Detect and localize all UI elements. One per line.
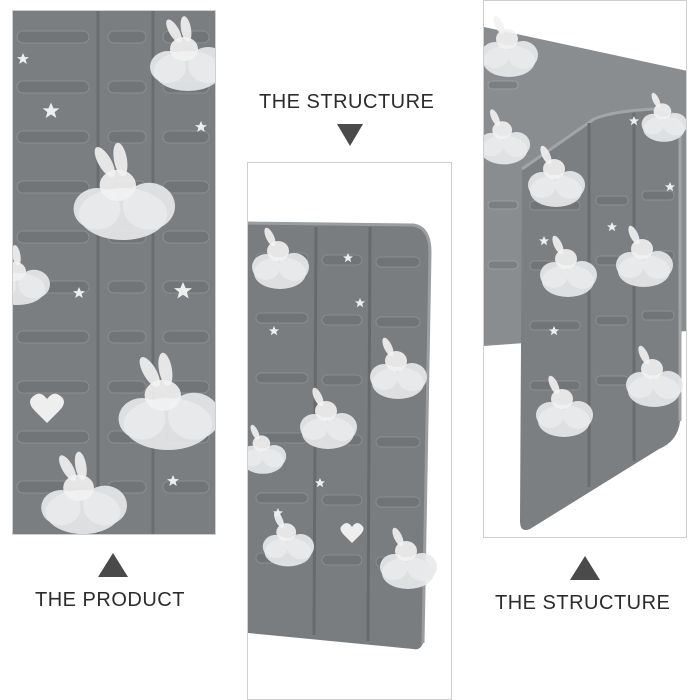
product-photo-panel xyxy=(12,10,216,535)
product-photo xyxy=(13,11,215,534)
structure-photo-panel xyxy=(247,162,452,700)
structure-photo-folding xyxy=(484,1,686,537)
caption-the-structure-right: THE STRUCTURE xyxy=(495,592,671,614)
arrow-up-icon xyxy=(98,553,128,577)
heart-icon xyxy=(340,523,364,543)
caption-the-product: THE PRODUCT xyxy=(35,589,185,611)
caption-the-structure-top: THE STRUCTURE xyxy=(259,91,435,113)
arrow-down-icon xyxy=(337,124,363,146)
structure-photo-panel xyxy=(483,0,687,538)
structure-photo-folded-corner xyxy=(248,163,451,699)
arrow-up-icon xyxy=(570,556,600,580)
heart-icon xyxy=(30,393,64,423)
